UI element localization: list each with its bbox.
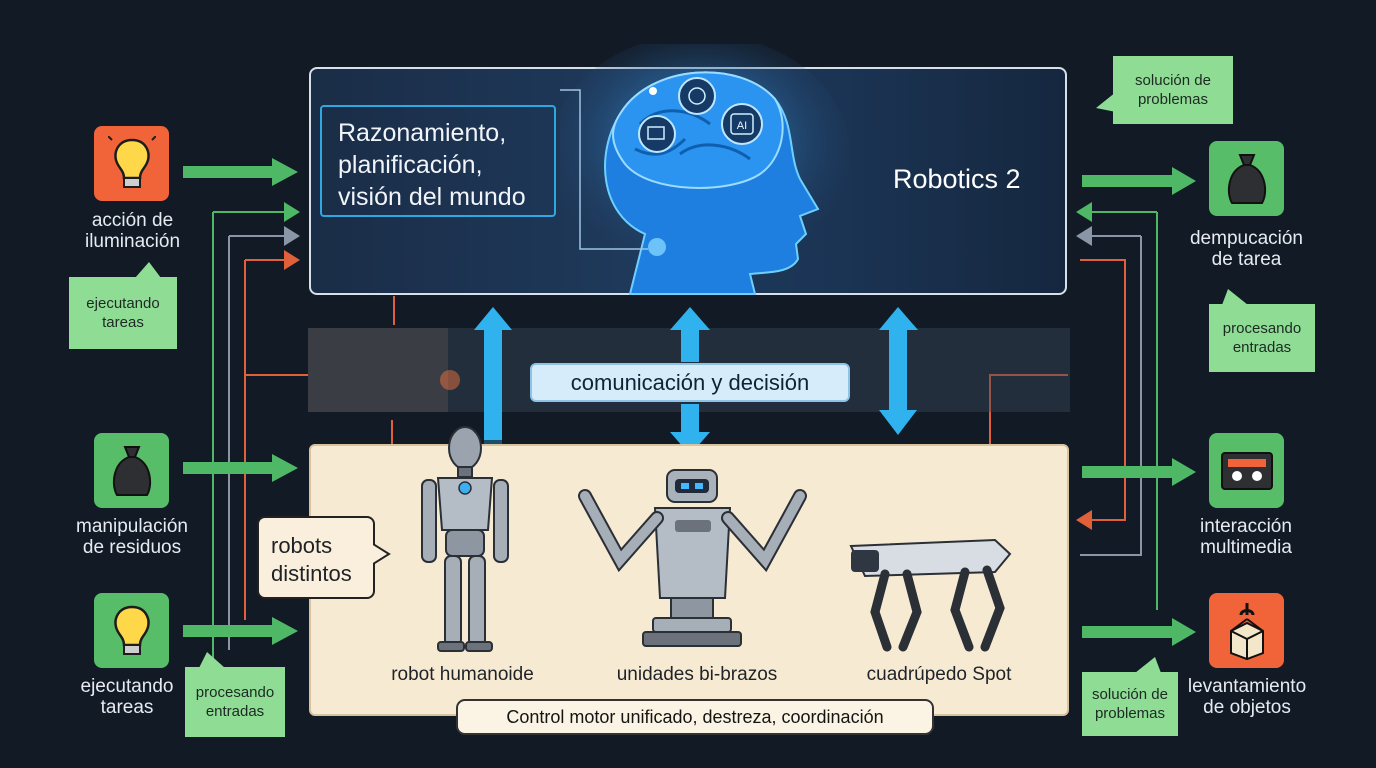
note-left-top: ejecutando tareas [69,277,177,349]
reasoning-line-3: visión del mundo [338,183,526,211]
bubble-line-1: robots [271,533,333,558]
note-tail [1096,92,1116,112]
comm-arrows [474,307,918,478]
right-arrows [1082,167,1196,646]
left-tile-lighting [94,126,169,201]
cassette-icon [1220,451,1273,490]
reasoning-line-2: planificación, [338,151,483,179]
reasoning-text-box: Razonamiento, planificación, visión del … [320,105,556,217]
quadruped-robot-illustration [849,538,1012,652]
right-tile-task [1209,141,1284,216]
bubble-line-2: distintos [271,561,352,586]
right-label-1: dempucación de tarea [1189,228,1304,270]
robot-label-quadruped: cuadrúpedo Spot [866,664,1012,685]
humanoid-robot-illustration [421,426,509,652]
bubble-tail [373,543,391,565]
right-gray-bus [1080,236,1142,556]
robot-label-humanoid: robot humanoide [391,664,534,685]
right-label-2: interacción multimedia [1200,516,1292,558]
left-green-bus [212,212,296,660]
right-label-3: levantamiento de objetos [1187,676,1307,718]
right-orange-bus [1076,259,1126,530]
note-tail [1222,289,1248,305]
ai-chip-text: AI [737,120,747,132]
robots-speech-bubble: robots distintos [257,516,375,599]
note-tail [1135,657,1161,673]
trash-bag-icon [1227,153,1266,204]
left-orange-bus [244,260,296,620]
right-tile-multimedia [1209,433,1284,508]
note-right-bottom: solución de problemas [1082,672,1178,736]
bi-arm-robot-illustration [578,469,807,647]
chart-icon [647,126,665,140]
lightbulb-icon [107,135,156,188]
left-tile-waste [94,433,169,508]
ai-chip-icon [730,113,754,135]
left-arrows [183,158,298,645]
left-label-3: ejecutando tareas [80,676,174,718]
right-tile-lifting [1209,593,1284,668]
note-right-top: solución de problemas [1113,56,1233,124]
lightbulb-icon [113,605,150,655]
left-gray-bus [228,236,296,650]
right-green-bus [1080,212,1158,610]
crane-box-icon [1229,602,1264,660]
left-tile-tasks [94,593,169,668]
reasoning-line-1: Razonamiento, [338,119,507,147]
robot-label-bi-arm: unidades bi-brazos [616,664,778,685]
communication-label: comunicación y decisión [530,363,850,402]
note-tail [199,652,225,668]
left-label-1: acción de iluminación [84,210,181,252]
brain-head-illustration: AI [560,44,850,295]
brain-gear-icon [688,87,706,105]
control-label-bar: Control motor unificado, destreza, coord… [456,699,934,735]
panel-title: Robotics 2 [893,164,1021,194]
note-left-bottom: procesando entradas [185,667,285,737]
note-right-middle: procesando entradas [1209,304,1315,372]
trash-bag-icon [112,445,151,496]
note-tail [135,262,161,278]
left-label-2: manipulación de residuos [76,516,188,558]
